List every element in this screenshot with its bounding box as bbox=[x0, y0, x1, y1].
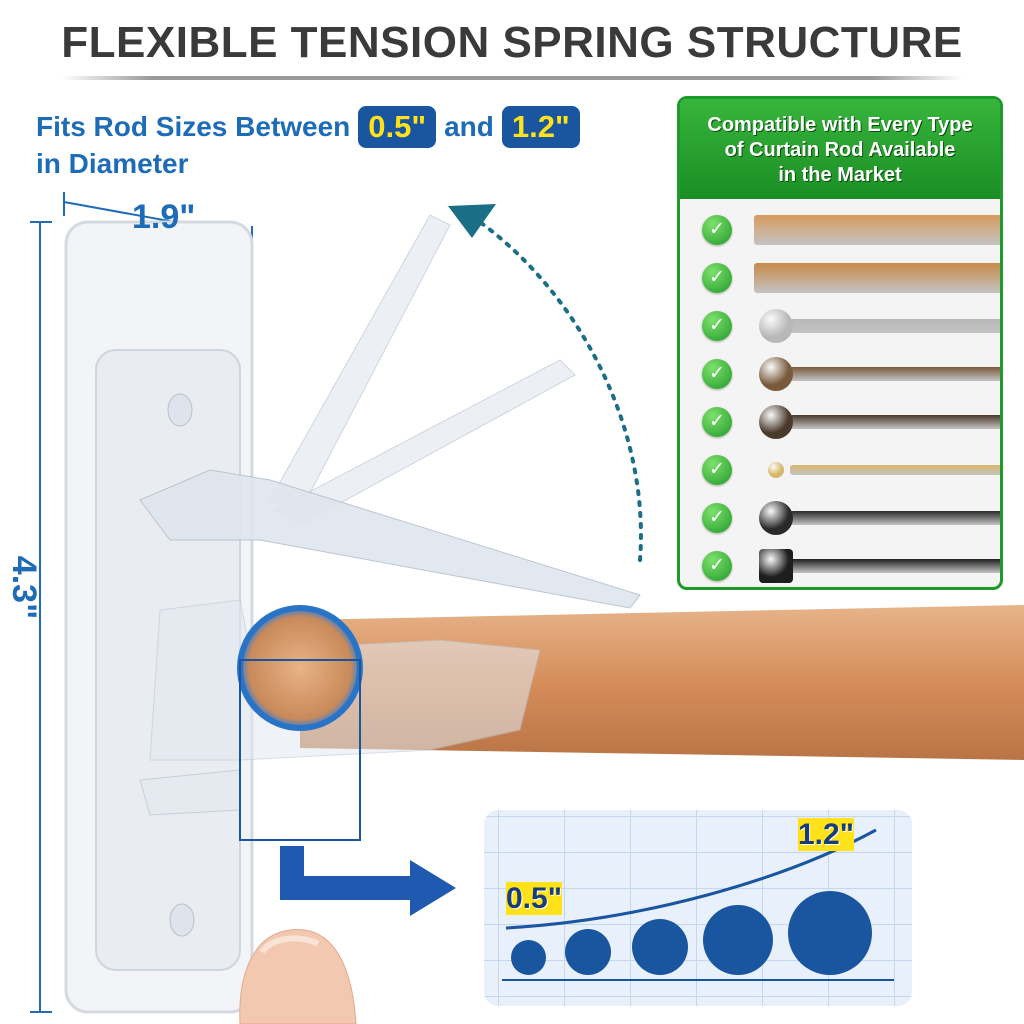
compatibility-heading-line-2: of Curtain Rod Available bbox=[724, 139, 956, 161]
compatibility-panel: Compatible with Every Type of Curtain Ro… bbox=[677, 96, 1003, 590]
rod-size-prefix: Fits Rod Sizes Between bbox=[36, 111, 351, 142]
diameter-chart: 0.5" 1.2" bbox=[484, 810, 912, 1006]
height-dimension-line bbox=[30, 221, 52, 1013]
rod-finial-gold bbox=[768, 462, 784, 478]
width-dimension-label: 1.9" bbox=[132, 198, 196, 236]
rod-type-row: ✓ bbox=[680, 543, 1000, 587]
check-circle-icon: ✓ bbox=[702, 359, 732, 389]
check-circle-icon: ✓ bbox=[702, 551, 732, 581]
rod-finial-black-square bbox=[759, 549, 793, 583]
rod-size-line-2: in Diameter bbox=[36, 148, 189, 179]
rod-sample-black-square bbox=[790, 559, 1000, 573]
rod-size-max-badge: 1.2" bbox=[501, 106, 580, 148]
rod-type-row: ✓ bbox=[680, 351, 1000, 399]
motion-arrow-head-icon bbox=[448, 204, 496, 238]
compatibility-heading: Compatible with Every Type of Curtain Ro… bbox=[680, 99, 1000, 199]
page-title: FLEXIBLE TENSION SPRING STRUCTURE bbox=[61, 18, 963, 67]
rod-size-min-badge: 0.5" bbox=[358, 106, 437, 148]
rod-sample-oil-rubbed-bronze bbox=[790, 367, 1000, 381]
diameter-dot bbox=[703, 905, 773, 975]
rod-size-joiner: and bbox=[444, 111, 494, 142]
rod-finial-oil-rubbed-bronze bbox=[759, 357, 793, 391]
diameter-dot bbox=[510, 940, 546, 975]
compatibility-heading-line-3: in the Market bbox=[778, 164, 902, 186]
rod-sample-dark-bronze-lattice bbox=[790, 415, 1000, 429]
title-divider bbox=[62, 76, 962, 80]
motion-arc bbox=[468, 213, 643, 562]
rod-type-row: ✓ bbox=[680, 495, 1000, 543]
compatibility-heading-line-1: Compatible with Every Type bbox=[707, 114, 973, 136]
diameter-min-label: 0.5" bbox=[506, 882, 562, 915]
check-circle-icon: ✓ bbox=[702, 503, 732, 533]
rod-sample-black-ball bbox=[790, 511, 1000, 525]
rod-size-line-1: Fits Rod Sizes Between 0.5" and 1.2" bbox=[36, 106, 580, 148]
fingernail bbox=[259, 935, 320, 954]
callout-arrow bbox=[280, 846, 420, 900]
check-circle-icon: ✓ bbox=[702, 407, 732, 437]
screw-hole-top bbox=[167, 393, 193, 427]
rod-type-row: ✓ bbox=[680, 255, 1000, 303]
diameter-dot bbox=[632, 919, 688, 975]
rod-sample-brushed-nickel bbox=[790, 319, 1000, 333]
rod-finial-dark-bronze-lattice bbox=[759, 405, 793, 439]
rod-type-row: ✓ bbox=[680, 303, 1000, 351]
callout-frame bbox=[239, 659, 361, 841]
height-dimension-label: 4.3" bbox=[5, 555, 44, 620]
diameter-dot bbox=[788, 891, 872, 975]
rod-sample-light-wood bbox=[754, 215, 1000, 245]
rod-sample-bamboo-wood bbox=[754, 263, 1000, 293]
fingertip bbox=[239, 929, 357, 1024]
check-circle-icon: ✓ bbox=[702, 215, 732, 245]
rod-finial-black-ball bbox=[759, 501, 793, 535]
screw-hole-bottom bbox=[169, 903, 195, 937]
diameter-max-label: 1.2" bbox=[798, 818, 854, 851]
spring-clamp-arm bbox=[139, 469, 641, 609]
rod-type-row: ✓ bbox=[680, 447, 1000, 495]
rod-sample-gold bbox=[790, 465, 1000, 475]
rod-finial-brushed-nickel bbox=[759, 309, 793, 343]
product-illustration bbox=[30, 192, 1024, 1024]
diameter-dot bbox=[565, 929, 611, 975]
check-circle-icon: ✓ bbox=[702, 263, 732, 293]
check-circle-icon: ✓ bbox=[702, 455, 732, 485]
rod-end-diameter bbox=[237, 605, 363, 731]
callout-arrow-head-icon bbox=[410, 860, 456, 916]
check-circle-icon: ✓ bbox=[702, 311, 732, 341]
rod-type-row: ✓ bbox=[680, 399, 1000, 447]
diameter-dots bbox=[484, 810, 912, 1006]
rod-type-row: ✓ bbox=[680, 207, 1000, 255]
